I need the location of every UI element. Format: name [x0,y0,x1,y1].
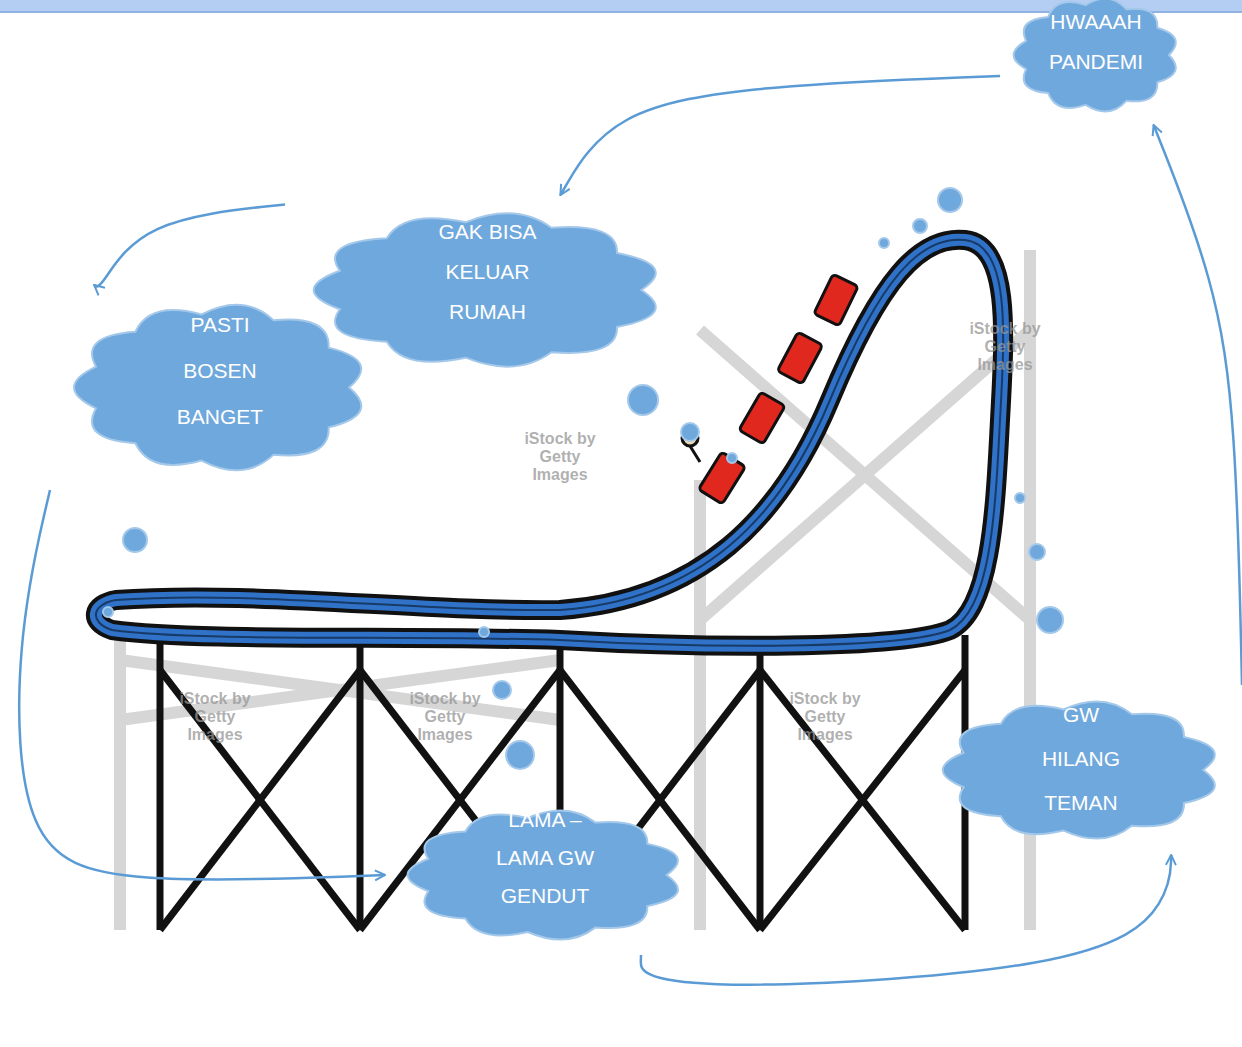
thought-dots [103,188,1063,769]
thought-cloud: LAMA – LAMA GW GENDUT [385,795,705,955]
cloud-text: HWAAAH PANDEMI [1039,2,1154,82]
cloud-text-area: LAMA – LAMA GW GENDUT [385,795,705,955]
thought-cloud: PASTI BOSEN BANGET [50,285,390,490]
cloud-text: LAMA – LAMA GW GENDUT [495,801,595,915]
cloud-outline [1014,0,1176,111]
cloud-text-area: HWAAAH PANDEMI [1000,0,1192,125]
cycle-arrow [19,490,385,880]
watermark: iStock by Getty Images [780,690,870,744]
watermark: iStock by Getty Images [400,690,490,744]
cloud-text: PASTI BOSEN BANGET [168,302,273,440]
cycle-arrow [560,76,1000,195]
watermark: iStock by Getty Images [515,430,605,484]
watermark: iStock by Getty Images [960,320,1050,374]
thought-cloud: GW HILANG TEMAN [920,685,1242,855]
cycle-arrow [641,855,1171,985]
cloud-text: GW HILANG TEMAN [1034,693,1129,825]
cloud-text-area: PASTI BOSEN BANGET [50,285,390,490]
cycle-arrow [94,205,285,287]
coaster-cars [682,274,858,504]
cycle-arrow [1154,125,1242,685]
support-structure [160,635,965,930]
watermark: iStock by Getty Images [170,690,260,744]
cloud-text: GAK BISA KELUAR RUMAH [430,212,545,332]
cloud-text-area: GW HILANG TEMAN [920,685,1242,855]
thought-cloud: HWAAAH PANDEMI [1000,0,1192,125]
